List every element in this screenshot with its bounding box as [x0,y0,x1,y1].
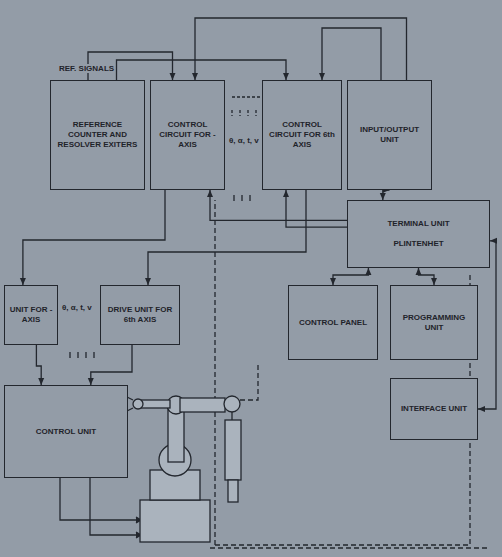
programming-box: PROGRAMMING UNIT [390,285,478,360]
signal-line [419,268,435,285]
signal-line [210,190,347,220]
drive-box: DRIVE UNIT FOR 6th AXIS [100,285,180,345]
interface-box: INTERFACE UNIT [390,378,478,440]
signal-line [117,60,287,80]
box-label: UNIT FOR -AXIS [9,305,53,325]
control-unit-box: CONTROL UNIT [4,385,128,478]
signal-line [286,190,347,227]
box-label: CONTROL CIRCUIT FOR -AXIS [155,120,220,150]
signal-label: REF. SIGNALS [58,64,115,73]
box-label: CONTROL PANEL [299,318,367,328]
control-circuit-box: CONTROL CIRCUIT FOR 6th AXIS [262,80,342,190]
signal-line [91,345,132,385]
signal-line [195,18,407,80]
signal-line [148,190,306,285]
signal-line [333,268,368,285]
signal-line [383,190,390,200]
box-label: INTERFACE UNIT [401,404,467,414]
box-label: CONTROL UNIT [36,427,96,437]
box-label: REFERENCE COUNTER AND RESOLVER EXITERS [55,120,140,150]
panel-box: CONTROL PANEL [288,285,378,360]
signal-line [23,190,165,285]
reference-box: REFERENCE COUNTER AND RESOLVER EXITERS [50,80,145,190]
io-box: INPUT/OUTPUT UNIT [347,80,432,190]
control-circuit-box: CONTROL CIRCUIT FOR -AXIS [150,80,225,190]
box-label: CONTROL CIRCUIT FOR 6th AXIS [267,120,337,150]
box-label: TERMINAL UNIT [387,219,449,229]
signal-names: θ, α, t, v [228,136,260,145]
signal-names: θ, α, t, v [61,303,93,312]
signal-line [322,28,381,80]
terminal-box: TERMINAL UNIT PLINTENHET [347,200,490,268]
box-label: INPUT/OUTPUT UNIT [352,125,427,145]
signal-line [36,345,41,385]
box-label: DRIVE UNIT FOR 6th AXIS [105,305,175,325]
box-label: PLINTENHET [393,239,443,249]
box-label: PROGRAMMING UNIT [395,313,473,333]
drive-box: UNIT FOR -AXIS [4,285,58,345]
